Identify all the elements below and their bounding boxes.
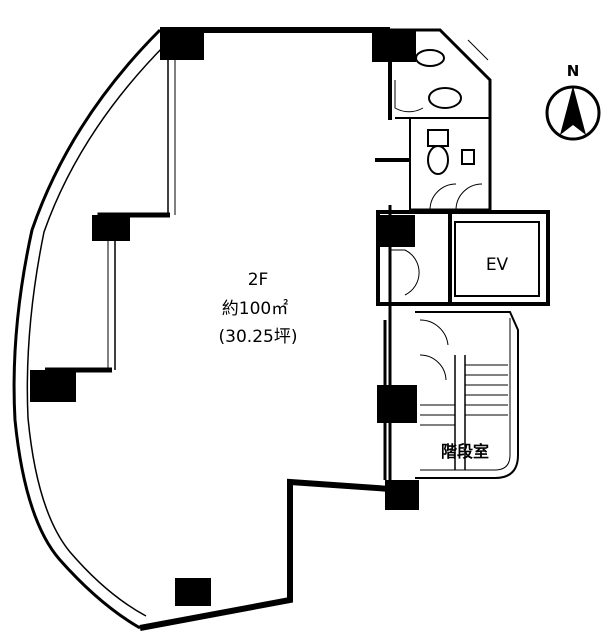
- compass-north-label: N: [567, 62, 580, 80]
- elevator-label: EV: [486, 255, 509, 275]
- floor-name: 2F: [248, 270, 269, 290]
- elevator-block: [376, 210, 550, 306]
- north-arrow-icon: [560, 86, 586, 135]
- outer-curved-wall: [12, 28, 169, 630]
- floor-area: 約100㎡: [222, 299, 288, 319]
- north-compass: N: [545, 62, 601, 141]
- stairwell-label: 階段室: [441, 442, 489, 461]
- floor-area-tsubo: (30.25坪): [219, 327, 298, 347]
- structural-columns: [30, 30, 419, 606]
- stairwell-block: [415, 311, 519, 479]
